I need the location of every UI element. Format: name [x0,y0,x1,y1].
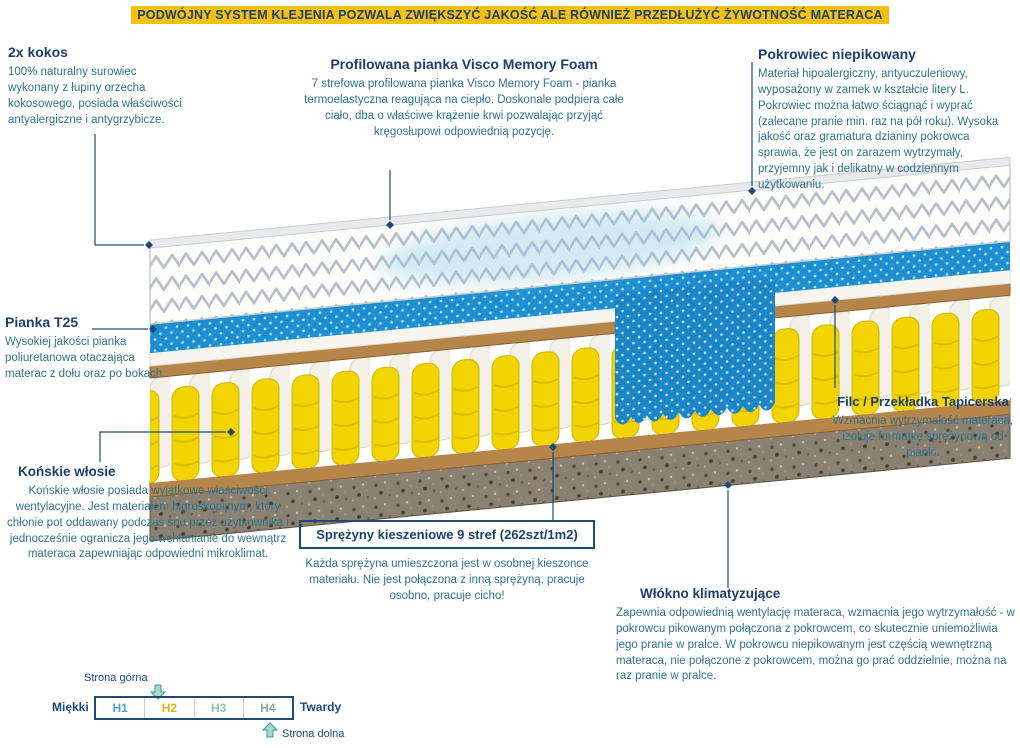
pokrowiec-title: Pokrowiec niepikowany [758,46,916,62]
hardness-level-h3: H3 [193,698,243,718]
banner-text: PODWÓJNY SYSTEM KLEJENIA POZWALA ZWIĘKSZ… [131,6,889,24]
kokos-title: 2x kokos [8,44,68,60]
annotation-kokos: 2x kokos 100% naturalny surowiec wykonan… [8,44,184,128]
scale-hard-label: Twardy [300,700,342,714]
pianka-body: Wysokiej jakości pianka poliuretanowa ot… [5,336,166,380]
scale-top-label: Strona górna [84,672,148,684]
annotation-pianka-t25: Pianka T25 Wysokiej jakości pianka poliu… [5,314,167,383]
hardness-level-h1: H1 [112,701,128,715]
wlokno-body: Zapewnia odpowiednią wentylację materaca… [616,607,1015,683]
mattress-illustration [130,150,1020,595]
visco-body: 7 strefowa profilowana pianka Visco Memo… [304,78,624,138]
mattress-layers [149,156,1011,542]
hardness-level-h4: H4 [242,698,292,718]
wlokno-title: Włókno klimatyzujące [640,586,781,601]
annotation-konskie-wlosie: Końskie włosie Końskie włosie posiada wy… [6,464,290,563]
annotation-filc: Filc / Przekładka Tapicerska Wzmacnia wy… [828,394,1018,462]
scale-soft-label: Miękki [52,700,89,714]
annotation-sprezyny: Sprężyny kieszeniowe 9 stref (262szt/1m2… [299,520,595,605]
konskie-title: Końskie włosie [18,464,116,479]
pianka-title: Pianka T25 [5,314,79,330]
banner: PODWÓJNY SYSTEM KLEJENIA POZWALA ZWIĘKSZ… [0,6,1020,24]
annotation-visco: Profilowana pianka Visco Memory Foam 7 s… [292,56,636,140]
scale-bottom-label: Strona dolna [282,728,345,740]
hardness-levels-box: H1 H2 H3 H4 [94,696,294,720]
filc-body: Wzmacnia wytrzymałość materaca, izoluje … [832,415,1014,459]
filc-title: Filc / Przekładka Tapicerska [837,394,1009,409]
layer-quilted-cover [149,156,1011,325]
mattress-svg [149,156,1011,542]
konskie-body: Końskie włosie posiada wyjątkowe właściw… [7,485,289,561]
arrow-up-icon [262,722,278,738]
sprezyny-body: Każda sprężyna umieszczona jest w osobne… [305,558,589,602]
annotation-wlokno: Włókno klimatyzujące Zapewnia odpowiedni… [616,586,1018,685]
layer-springs [150,293,1010,484]
annotation-pokrowiec: Pokrowiec niepikowany Materiał hipoalerg… [758,46,1012,194]
arrow-down-icon [150,684,166,700]
layer-blue-drape [615,277,775,426]
kokos-body: 100% naturalny surowiec wykonany z łupin… [8,66,182,126]
hardness-level-h2: H2 [144,698,193,718]
pokrowiec-body: Materiał hipoalergiczny, antyuczuleniowy… [758,68,999,192]
layer-visco-blue [150,239,1010,354]
sprezyny-title: Sprężyny kieszeniowe 9 stref (262szt/1m2… [299,520,595,549]
visco-title: Profilowana pianka Visco Memory Foam [330,56,598,72]
